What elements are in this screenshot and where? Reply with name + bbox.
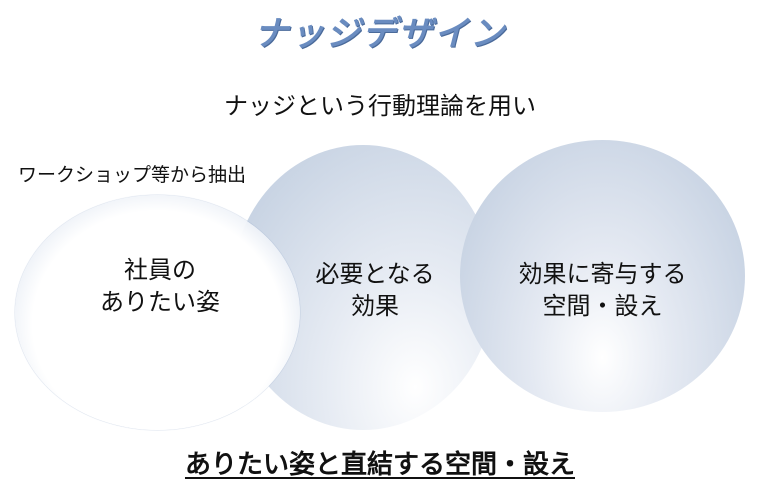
- diagram-subtitle: ナッジという行動理論を用い: [224, 92, 536, 120]
- label-line: 社員の: [124, 256, 196, 284]
- label-line: ありたい姿: [100, 288, 220, 316]
- label-line: 空間・設え: [542, 292, 663, 320]
- circle-space: [460, 140, 745, 412]
- circle-space-label: 効果に寄与する 空間・設え: [480, 258, 725, 322]
- circle-ideal-state: [15, 195, 300, 430]
- label-line: 効果に寄与する: [518, 260, 687, 288]
- label-line: 効果: [351, 292, 399, 320]
- label-line: 必要となる: [315, 260, 435, 288]
- circle-ideal-state-label: 社員の ありたい姿: [60, 254, 260, 318]
- circle-effect-label: 必要となる 効果: [280, 258, 470, 322]
- diagram-title: ナッジデザイン: [254, 14, 506, 54]
- extract-label: ワークショップ等から抽出: [18, 164, 247, 186]
- diagram-footer: ありたい姿と直結する空間・設え: [184, 450, 575, 480]
